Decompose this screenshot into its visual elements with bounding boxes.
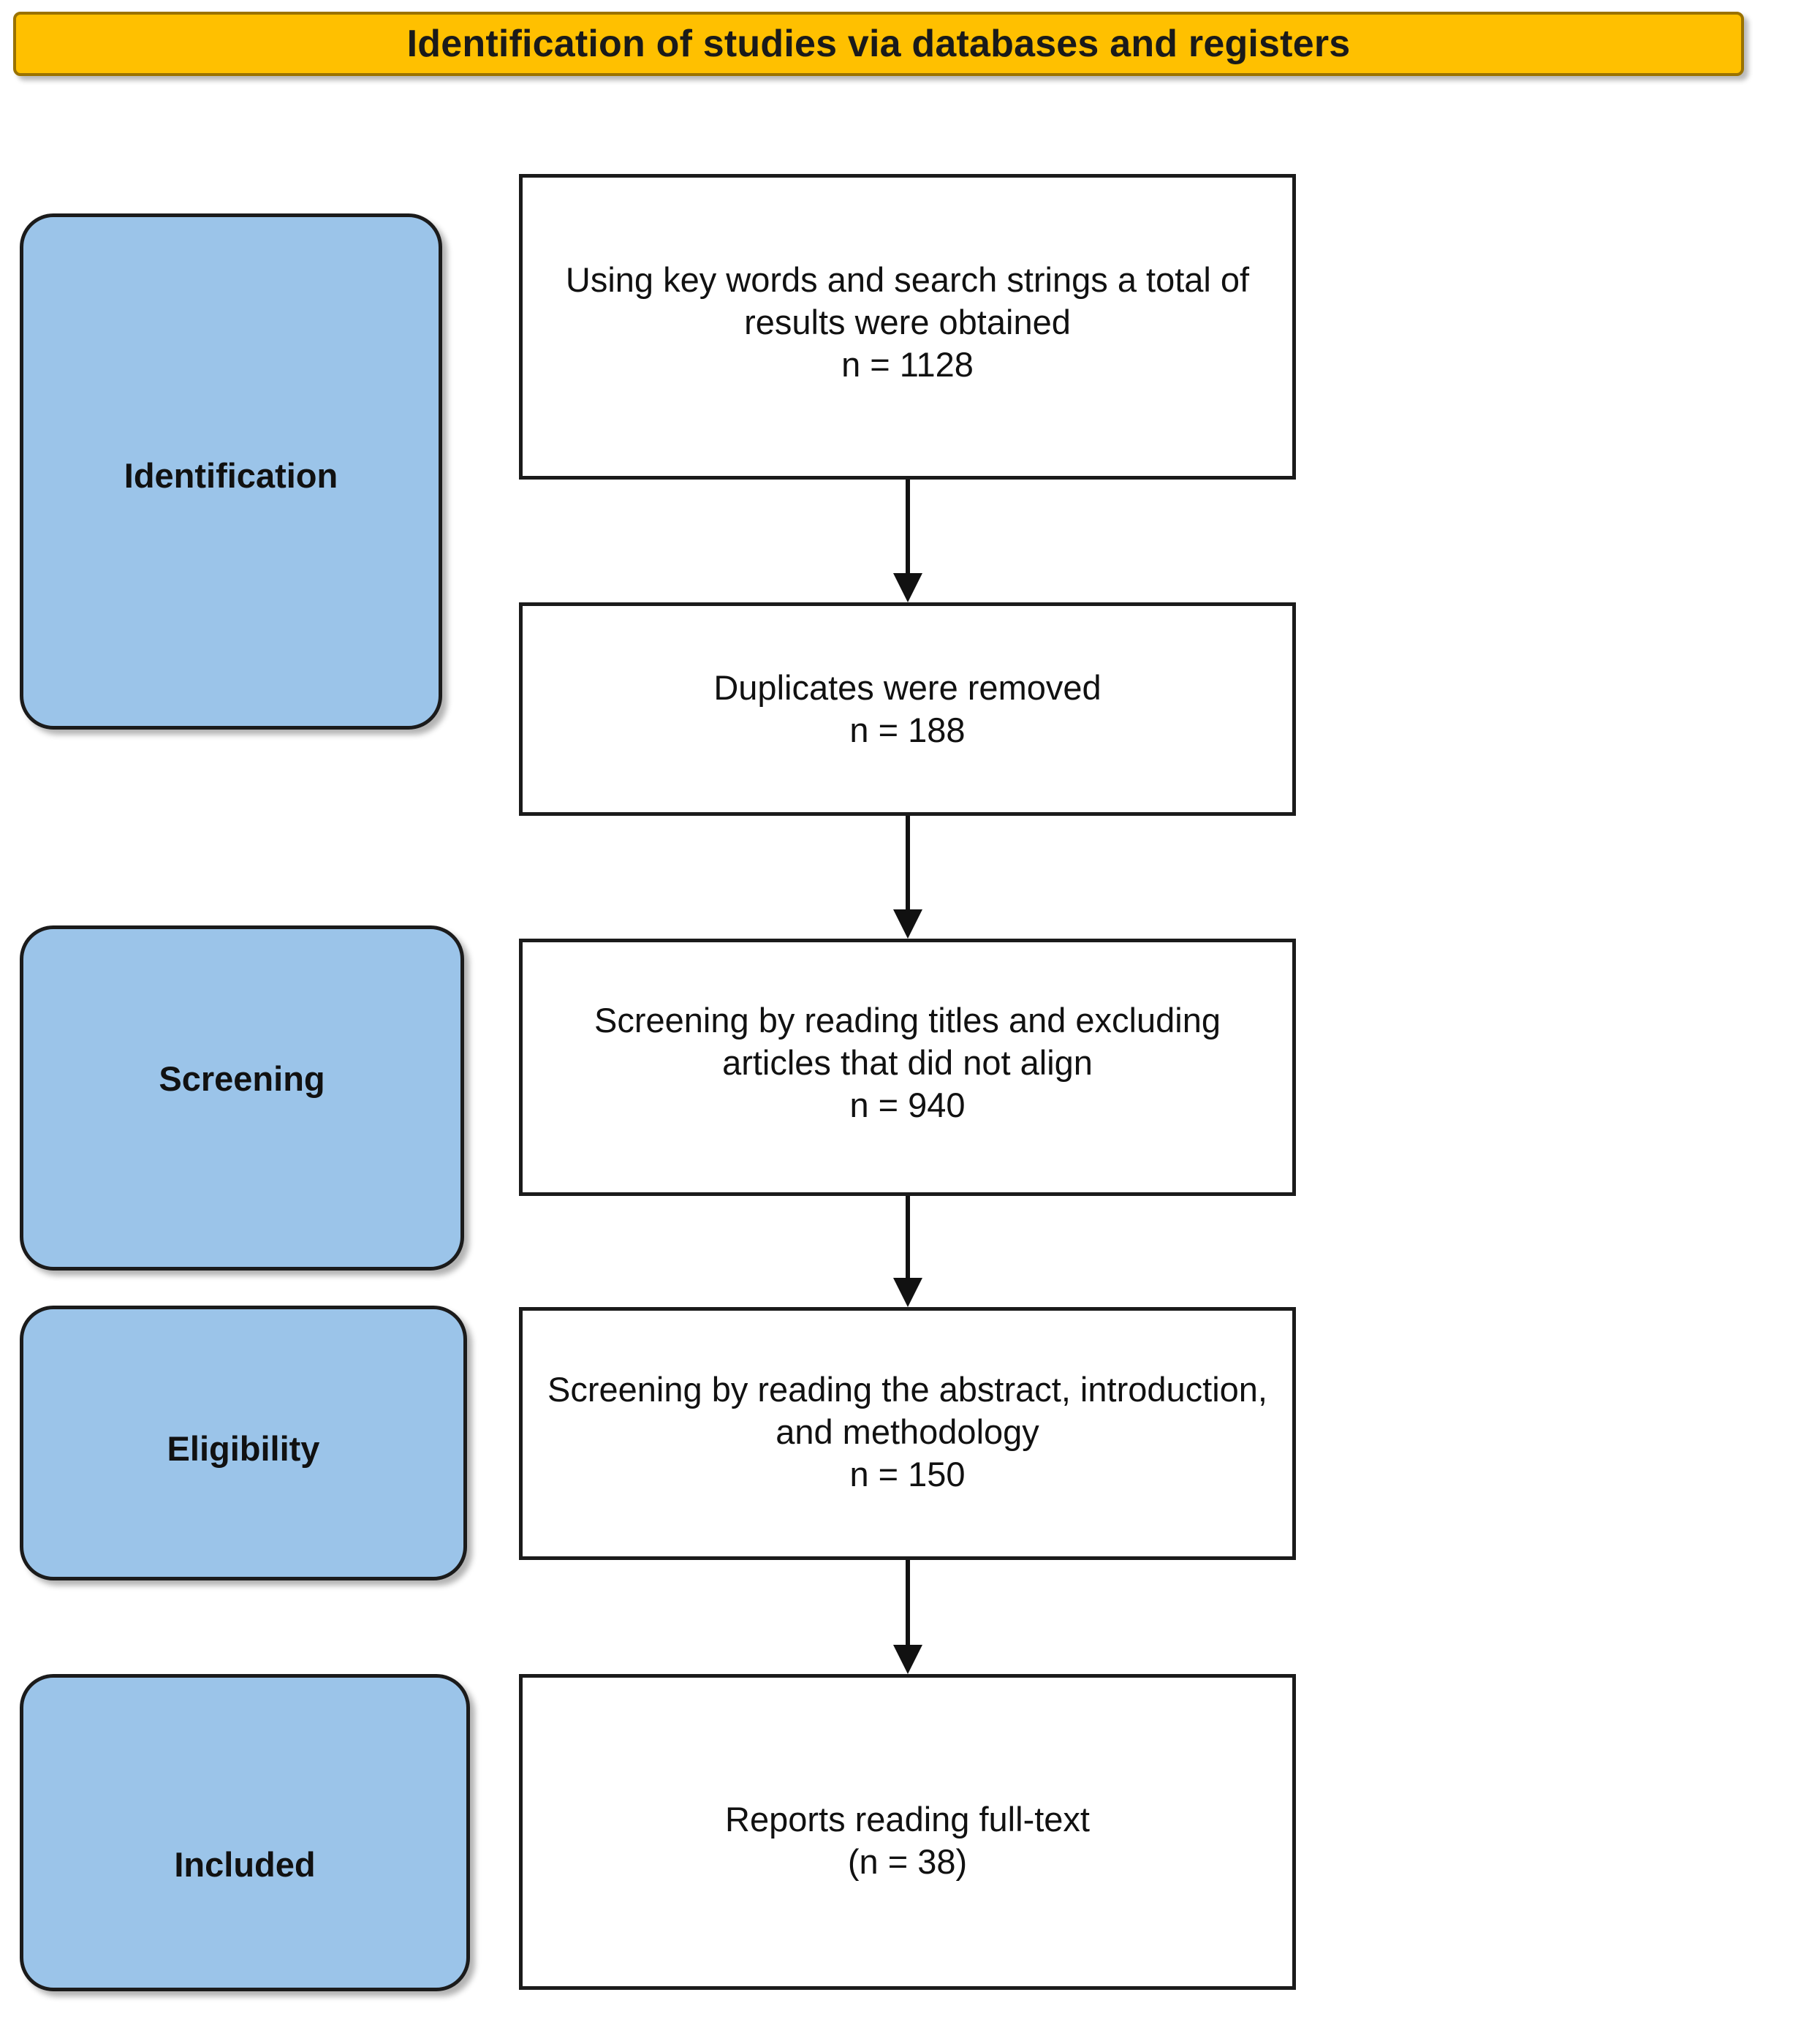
flow-node-abstract-screening: Screening by reading the abstract, intro… — [519, 1307, 1296, 1560]
stage-box-included: Included — [20, 1674, 470, 1991]
arrow-shaft — [906, 480, 910, 573]
stage-box-identification: Identification — [20, 213, 442, 730]
stage-label-screening: Screening — [159, 1059, 325, 1099]
flow-node-abstract-screening-text: Screening by reading the abstract, intro… — [547, 1370, 1267, 1493]
stage-box-screening: Screening — [20, 925, 464, 1271]
flow-node-fulltext-reports: Reports reading full-text (n = 38) — [519, 1674, 1296, 1990]
arrow-shaft — [906, 1560, 910, 1645]
arrow-down-icon-records-to-duplicates — [893, 480, 922, 602]
stage-label-included: Included — [174, 1845, 316, 1885]
flow-node-fulltext-reports-text: Reports reading full-text (n = 38) — [725, 1800, 1090, 1881]
flow-node-title-screening: Screening by reading titles and excludin… — [519, 939, 1296, 1196]
diagram-header-banner: Identification of studies via databases … — [13, 12, 1744, 76]
arrow-down-icon-duplicates-to-titles — [893, 816, 922, 939]
arrow-shaft — [906, 816, 910, 909]
arrow-head — [893, 909, 922, 939]
diagram-title: Identification of studies via databases … — [406, 22, 1351, 65]
stage-label-eligibility: Eligibility — [167, 1429, 320, 1469]
arrow-down-icon-titles-to-abstract — [893, 1196, 922, 1307]
flow-node-title-screening-text: Screening by reading titles and excludin… — [594, 1001, 1221, 1124]
arrow-head — [893, 1645, 922, 1674]
flow-node-duplicates-removed-text: Duplicates were removed n = 188 — [713, 668, 1102, 749]
arrow-head — [893, 1278, 922, 1307]
flow-node-records-identified: Using key words and search strings a tot… — [519, 174, 1296, 480]
flow-node-duplicates-removed: Duplicates were removed n = 188 — [519, 602, 1296, 816]
arrow-head — [893, 573, 922, 602]
arrow-down-icon-abstract-to-fulltext — [893, 1560, 922, 1674]
flow-node-records-identified-text: Using key words and search strings a tot… — [565, 260, 1250, 384]
stage-box-eligibility: Eligibility — [20, 1306, 467, 1580]
stage-label-identification: Identification — [124, 456, 338, 496]
arrow-shaft — [906, 1196, 910, 1278]
